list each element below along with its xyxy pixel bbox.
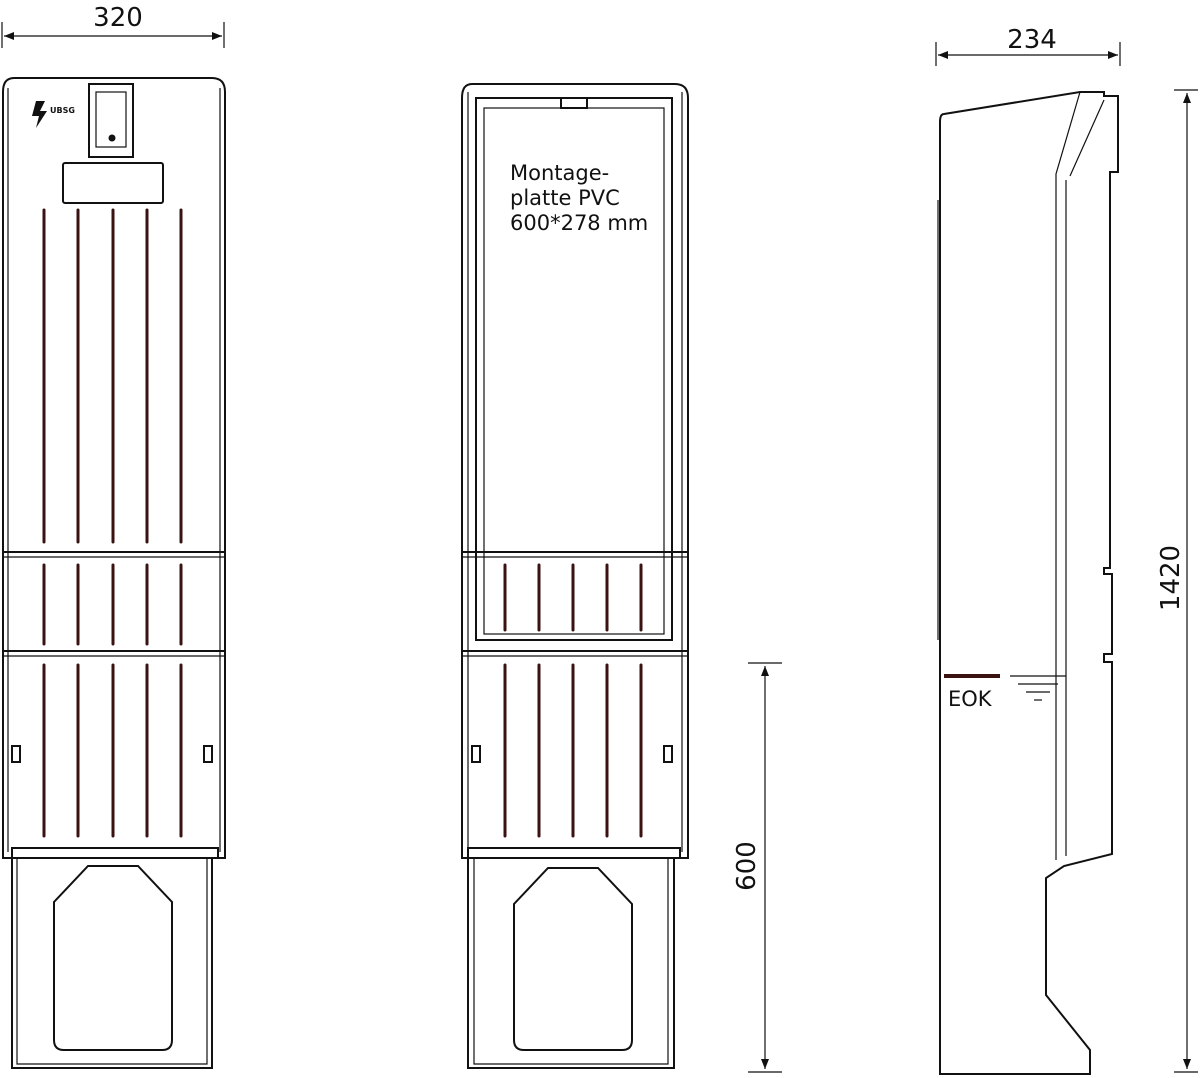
dimension-label-front-width: 320 [93,3,143,33]
mounting-plate-label-line1: Montage- [510,161,609,185]
front-view-closed: 320 UBSG [1,3,226,1069]
middle-band [3,551,225,657]
dimension-buried-height: 600 [732,662,782,1073]
lock-icon [108,134,116,142]
mounting-plate-label-line2: platte PVC [510,186,620,210]
open-hinge-left [471,745,481,763]
mounting-plate: Montage- platte PVC 600*278 mm [475,97,673,641]
hinge-right [203,745,213,763]
upper-ribs [42,208,183,544]
dimension-label-buried-height: 600 [732,841,762,891]
hinge-left [11,745,21,763]
mounting-plate-label-line3: 600*278 mm [510,211,648,235]
open-lower-ribs [503,663,643,838]
front-view-open: Montage- platte PVC 600*278 mm [461,83,782,1073]
dimension-front-width: 320 [1,3,225,48]
lower-ribs [42,663,183,838]
open-base-section [467,847,681,1069]
dimension-label-total-height: 1420 [1156,545,1186,611]
ubsg-logo: UBSG [32,101,75,128]
logo-text: UBSG [50,106,75,115]
side-view: 234 EOK 1420 [935,25,1198,1075]
dimension-side-depth: 234 [935,25,1121,66]
dimension-label-side-depth: 234 [1007,25,1057,55]
base-opening [53,865,173,1051]
lock-window [88,83,134,158]
base-section [11,847,219,1069]
open-hinge-right [663,745,673,763]
ground-level-marker: EOK [944,674,1066,711]
open-middle-band [462,551,688,657]
dimension-total-height: 1420 [1156,89,1198,1073]
ground-level-label: EOK [948,687,993,711]
label-field [62,162,164,204]
open-base-opening [513,867,633,1051]
